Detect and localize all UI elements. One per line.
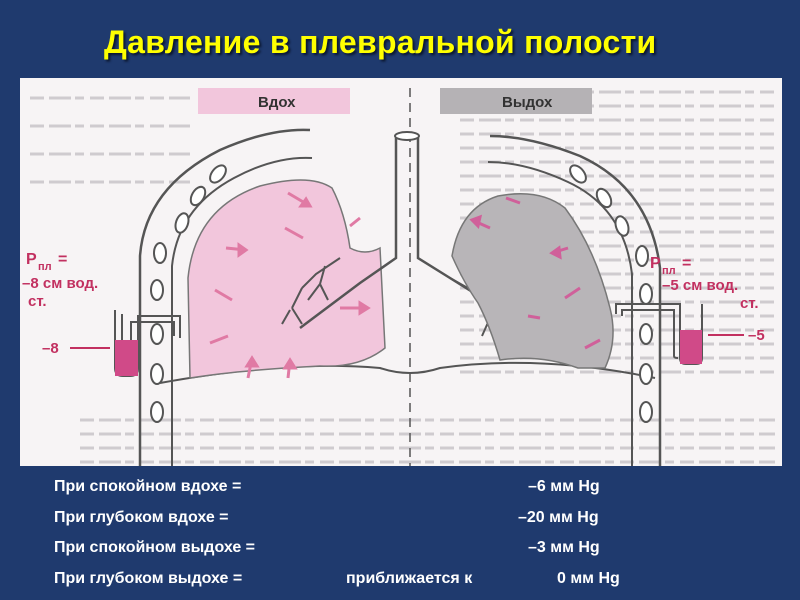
row-label: При глубоком вдохе = [54, 509, 229, 527]
pleural-pressure-diagram: Вдох Выдох [20, 78, 782, 466]
left-manometer-fluid [115, 340, 138, 376]
pressure-values-list: При спокойном вдохе = –6 мм Hg При глубо… [54, 478, 774, 600]
list-item: При глубоком выдохе = приближается к 0 м… [54, 570, 774, 600]
left-pressure-unit: ст. [28, 293, 47, 310]
left-gauge-mark: –8 [42, 340, 59, 357]
left-pressure-value: –8 см вод. [22, 275, 98, 292]
right-manometer-fluid [680, 330, 702, 364]
right-pressure-unit: ст. [740, 295, 759, 312]
row-label: При спокойном вдохе = [54, 478, 241, 496]
right-pressure-eq: = [682, 255, 691, 272]
row-value: –3 мм Hg [528, 539, 600, 557]
right-pressure-symbol: Р [650, 255, 661, 272]
list-item: При спокойном выдохе = –3 мм Hg [54, 539, 774, 570]
row-label: При спокойном выдохе = [54, 539, 255, 557]
row-value: –20 мм Hg [518, 509, 599, 527]
row-label: При глубоком выдохе = [54, 570, 242, 588]
right-pressure-sub: пл [662, 265, 676, 277]
slide-title: Давление в плевральной полости [104, 24, 657, 61]
right-gauge-mark: –5 [748, 327, 765, 344]
list-item: При глубоком вдохе = –20 мм Hg [54, 509, 774, 540]
left-pressure-eq: = [58, 251, 67, 268]
row-qualifier: приближается к [346, 570, 472, 588]
inhale-lung [188, 180, 385, 378]
trachea-top [395, 132, 419, 140]
left-pressure-symbol: Р [26, 251, 37, 268]
row-value: –6 мм Hg [528, 478, 600, 496]
left-pressure-sub: пл [38, 261, 52, 273]
row-value: 0 мм Hg [557, 570, 620, 588]
right-pressure-value: –5 см вод. [662, 277, 738, 294]
inhale-label: Вдох [258, 94, 296, 111]
exhale-label: Выдох [502, 94, 553, 111]
list-item: При спокойном вдохе = –6 мм Hg [54, 478, 774, 509]
